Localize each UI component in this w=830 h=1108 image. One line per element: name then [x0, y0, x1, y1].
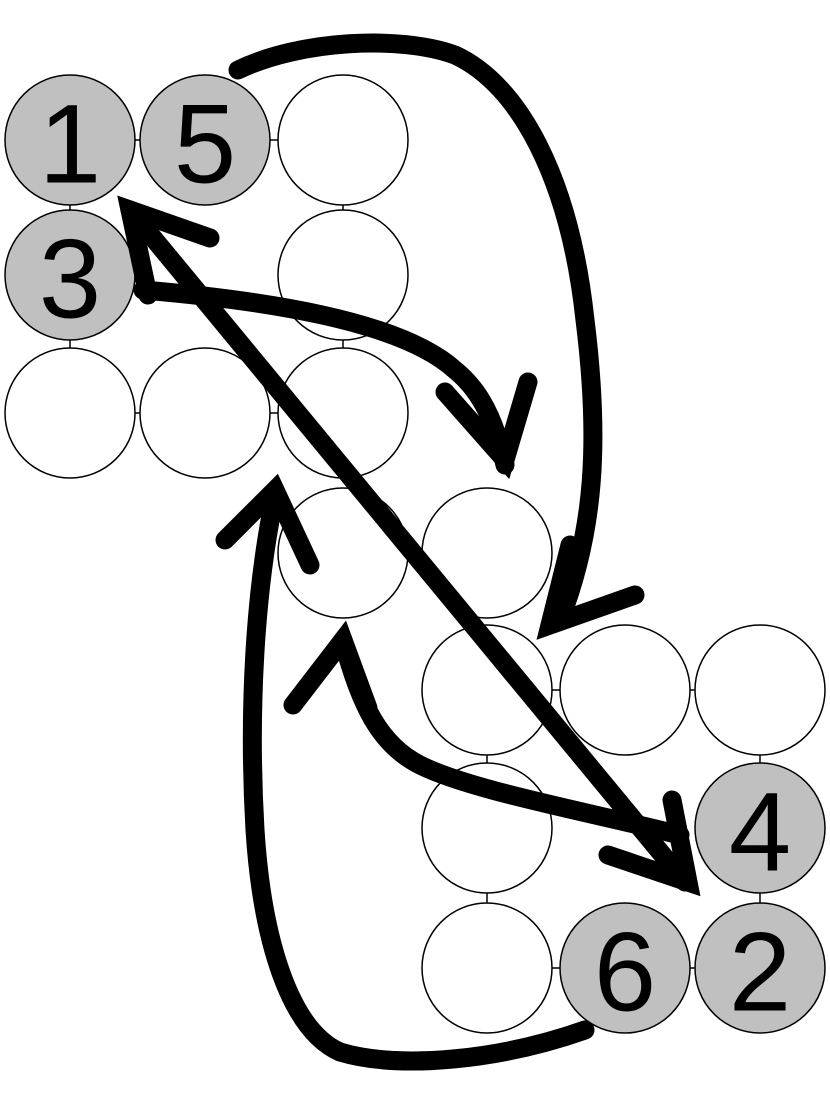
node-circle [694, 902, 826, 1034]
visited-node: 5 [139, 74, 271, 207]
visited-node: 2 [694, 902, 826, 1035]
node-label: 4 [729, 770, 791, 895]
node-label: 5 [174, 82, 236, 207]
node-circle [559, 624, 691, 756]
node-circle [4, 74, 136, 206]
move-arrow-5-to-6 [228, 33, 603, 630]
empty-node [139, 347, 271, 479]
empty-node [4, 347, 136, 479]
move-arrow-1-to-2 [120, 200, 695, 892]
empty-node [421, 902, 553, 1034]
move-arrows [117, 33, 701, 1071]
arrowhead-5-to-6 [536, 535, 645, 640]
move-arrow-6-to-1 [242, 485, 595, 1071]
empty-node [559, 624, 691, 756]
empty-node [277, 74, 409, 206]
node-circle [421, 902, 553, 1034]
node-circle [4, 347, 136, 479]
node-circle [694, 624, 826, 756]
empty-node [694, 624, 826, 756]
visited-node: 1 [4, 74, 136, 207]
node-circle [421, 624, 553, 756]
arrowhead-6-to-1 [215, 473, 320, 575]
move-arrow-3-to-4 [133, 280, 515, 475]
node-label: 6 [594, 910, 656, 1035]
node-circle [139, 74, 271, 206]
node-circle [277, 74, 409, 206]
empty-node [421, 624, 553, 756]
visited-node: 3 [4, 209, 136, 342]
node-circle [694, 762, 826, 894]
arrowhead-3-to-4 [435, 372, 538, 480]
node-label: 3 [39, 217, 101, 342]
arrowhead-1-to-2 [117, 195, 220, 305]
node-label: 2 [729, 910, 791, 1035]
visited-node: 6 [559, 902, 691, 1035]
arrowhead-4-to-5 [283, 620, 378, 718]
node-label: 1 [39, 82, 101, 207]
node-circle [559, 902, 691, 1034]
node-circle [139, 347, 271, 479]
visited-node: 4 [694, 762, 826, 895]
